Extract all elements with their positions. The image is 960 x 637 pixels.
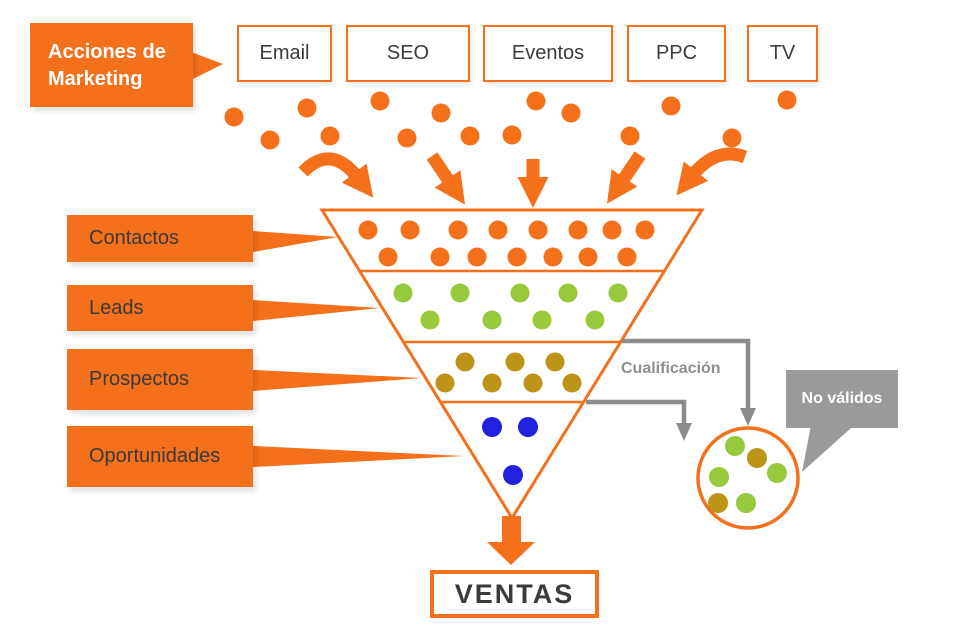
stage-label-text: Contactos	[89, 227, 180, 249]
callout-line2: Marketing	[48, 68, 143, 90]
stage-label-oportunidades: Oportunidades	[67, 426, 253, 487]
invalid-callout-box: No válidos	[786, 370, 898, 428]
funnel-dividers	[359, 269, 663, 404]
sales-arrow-icon	[487, 516, 535, 565]
scatter-dots	[224, 90, 797, 150]
channel-box-email: Email	[237, 25, 332, 82]
invalid-callout-tail	[802, 420, 860, 472]
funnel-dots-leads	[393, 283, 628, 330]
stage-label-leads: Leads	[67, 285, 253, 331]
channel-label: PPC	[655, 42, 698, 64]
qualification-label: Cualificación	[621, 360, 721, 377]
channel-box-eventos: Eventos	[483, 25, 613, 82]
channel-label: Eventos	[511, 42, 585, 64]
channel-box-seo: SEO	[346, 25, 470, 82]
inflow-arrows-icon	[298, 147, 748, 208]
stage-label-text: Leads	[89, 296, 144, 319]
channel-box-ppc: PPC	[627, 25, 726, 82]
callout-pointer	[191, 52, 223, 80]
channel-label: SEO	[386, 42, 430, 64]
marketing-actions-callout: Acciones de Marketing	[30, 23, 193, 107]
stage-label-prospectos: Prospectos	[67, 349, 253, 410]
stage-label-contactos: Contactos	[67, 215, 253, 262]
channel-box-tv: TV	[747, 25, 818, 82]
funnel-dots-oportunidades	[482, 417, 538, 485]
invalid-callout-label: No válidos	[801, 390, 883, 407]
invalid-circle	[696, 426, 800, 530]
qualification-arrowheads-icon	[676, 408, 756, 441]
funnel-dots-prospectos	[435, 352, 582, 393]
channel-label: Email	[259, 42, 310, 64]
funnel-dots-contactos	[358, 220, 655, 267]
stage-label-text: Prospectos	[89, 368, 190, 390]
ventas-box: VENTAS	[430, 570, 599, 618]
ventas-label: VENTAS	[454, 578, 575, 609]
stage-pointers	[253, 231, 464, 467]
qualification-lines	[586, 338, 751, 425]
callout-line1: Acciones de	[48, 41, 166, 63]
channel-label: TV	[769, 42, 796, 64]
stage-label-text: Oportunidades	[89, 445, 221, 467]
